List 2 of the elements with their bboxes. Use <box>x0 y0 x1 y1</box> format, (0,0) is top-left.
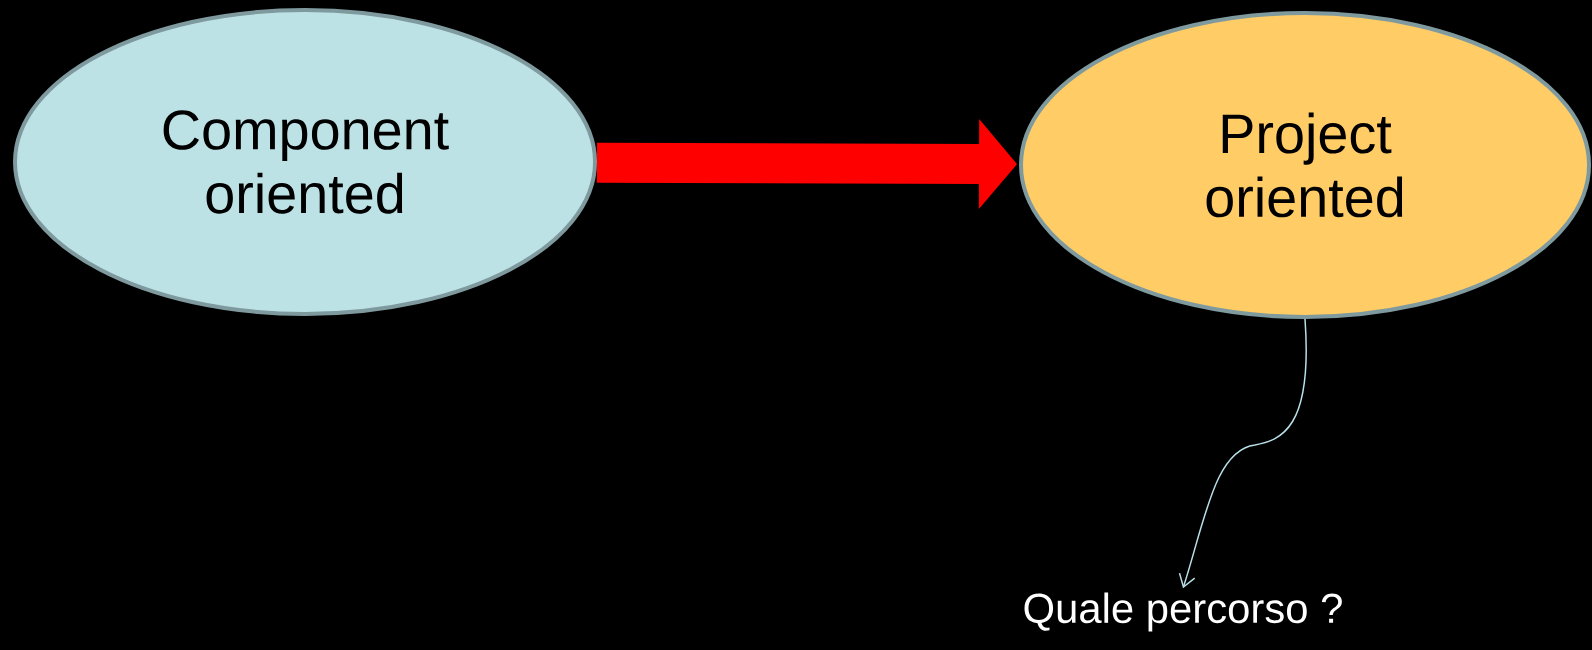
curved-arrow <box>1178 318 1307 589</box>
text-label: Quale percorso ? <box>1024 592 1342 632</box>
